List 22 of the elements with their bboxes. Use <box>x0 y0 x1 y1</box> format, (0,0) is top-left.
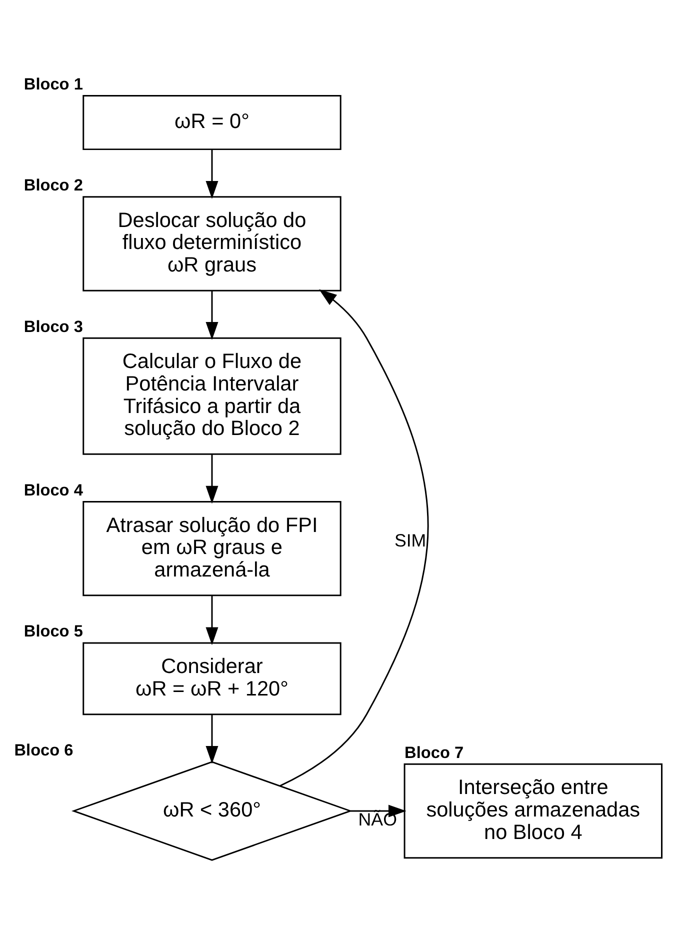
node-label: Bloco 7 <box>404 743 464 762</box>
arrow <box>206 454 218 504</box>
node-label: Bloco 3 <box>24 317 83 336</box>
edge-label: SIM <box>394 530 426 550</box>
arrow <box>206 595 218 645</box>
node-label: Bloco 5 <box>24 622 83 640</box>
node-diamond: ωR < 360° <box>71 760 352 860</box>
node-box: Interseção entre soluções armazenadas no Bloco 4 <box>404 762 663 858</box>
arrow <box>280 288 429 786</box>
node-box: Considerar ωR = ωR + 120° <box>82 642 342 715</box>
arrow <box>206 290 218 340</box>
node-box: Calcular o Fluxo de Potência Intervalar Trifásico a partir da solução do Bloco 2 <box>82 336 342 454</box>
node-box: Deslocar solução do fluxo determinístico ωR graus <box>82 196 342 291</box>
arrow <box>206 149 218 198</box>
node-label: Bloco 2 <box>24 176 83 194</box>
node-label: Bloco 4 <box>24 480 83 499</box>
node-label: Bloco 6 <box>14 741 74 760</box>
node-box: ωR = 0° <box>82 94 342 150</box>
node-box: Atrasar solução do FPI em ωR graus e armazená-la <box>82 500 342 596</box>
arrow <box>206 714 218 764</box>
node-label: Bloco 1 <box>24 75 83 94</box>
arrow <box>350 804 406 817</box>
